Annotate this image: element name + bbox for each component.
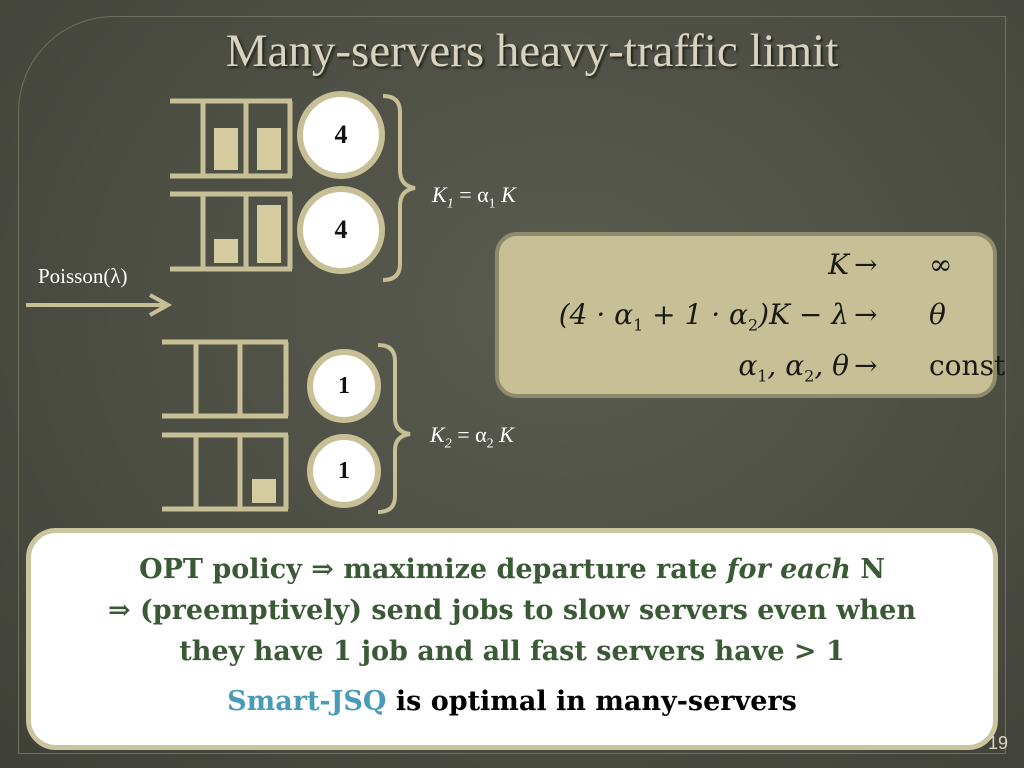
fast-brace [382, 94, 416, 282]
row2-lhs-a-sub: 1 [633, 315, 644, 335]
row1-arrow: → [854, 248, 878, 281]
limit-conditions-box: K → ∞ (4 · α1 + 1 · α2)K − λ → θ α1, α2,… [495, 232, 1005, 398]
row1-lhs: K [828, 248, 849, 281]
summary-line-1b: for each [726, 554, 851, 585]
row1-rhs: ∞ [929, 248, 953, 281]
summary-line-1c: N [850, 554, 885, 585]
k2-eq: = [451, 422, 476, 447]
arrival-arrow-head [149, 293, 173, 317]
slide-frame [18, 16, 1006, 754]
row3-arrow: → [854, 349, 878, 382]
row2-lhs-a: (4 · α [558, 298, 634, 331]
job [257, 128, 281, 170]
row3-lhs-a-sub: 1 [757, 366, 768, 386]
slide-title: Many-servers heavy-traffic limit [225, 25, 839, 77]
k2-coef-sub: 2 [486, 436, 494, 452]
slow-server-1: 1 [307, 349, 381, 423]
fast-queue-1 [170, 98, 293, 179]
job [257, 205, 281, 263]
k1-sub: 1 [446, 196, 454, 212]
job [214, 239, 238, 263]
k2-var: K [430, 422, 445, 447]
fast-group-label: K1 = α1 K [432, 182, 516, 212]
k2-coef: α [475, 422, 487, 447]
slow-server-2: 1 [307, 434, 381, 508]
slow-brace [377, 343, 411, 514]
row3-lhs-a: α [738, 349, 758, 382]
row3-lhs-b-sub: 2 [804, 366, 815, 386]
fast-server-1: 4 [297, 91, 385, 179]
fast-queue-2 [170, 191, 293, 272]
row3-lhs-b: , α [767, 349, 805, 382]
job [214, 128, 238, 170]
k1-coef-sub: 1 [488, 196, 496, 212]
job [252, 479, 276, 503]
row2-arrow: → [854, 298, 878, 331]
summary-line-2: ⇒ (preemptively) send jobs to slow serve… [107, 595, 916, 626]
limit-row-3: α1, α2, θ → const [499, 349, 1019, 389]
row3-lhs-c: , θ [814, 349, 849, 382]
k2-sub: 2 [444, 436, 452, 452]
smart-jsq-name: Smart-JSQ [227, 686, 387, 717]
slow-group-label: K2 = α2 K [430, 422, 514, 452]
limit-row-2: (4 · α1 + 1 · α2)K − λ → θ [499, 298, 1019, 338]
k1-tail: K [495, 182, 516, 207]
row2-rhs: θ [929, 298, 946, 331]
k2-tail: K [493, 422, 514, 447]
summary-line-1a: OPT policy ⇒ maximize departure rate [139, 554, 727, 585]
smart-jsq-line: Smart-JSQ is optimal in many-servers [31, 686, 993, 717]
limit-row-1: K → ∞ [499, 248, 1019, 288]
k1-eq: = [453, 182, 478, 207]
slow-queue-2 [162, 432, 289, 512]
summary-box: OPT policy ⇒ maximize departure rate for… [26, 528, 998, 750]
smart-jsq-rest: is optimal in many-servers [386, 686, 797, 717]
k1-var: K [432, 182, 447, 207]
summary-line-3: they have 1 job and all fast servers hav… [179, 636, 845, 667]
row2-lhs-b: + 1 · α [643, 298, 748, 331]
page-number: 19 [987, 733, 1008, 753]
slow-queue-1 [162, 339, 289, 419]
k1-coef: α [477, 182, 489, 207]
arrival-label: Poisson(λ) [38, 264, 128, 288]
row2-lhs-b-sub: 2 [747, 315, 759, 335]
row3-rhs: const [929, 349, 1006, 382]
fast-server-2: 4 [297, 186, 385, 274]
row2-lhs-c: )K − λ [758, 298, 849, 331]
summary-line-1: OPT policy ⇒ maximize departure rate for… [31, 549, 993, 590]
